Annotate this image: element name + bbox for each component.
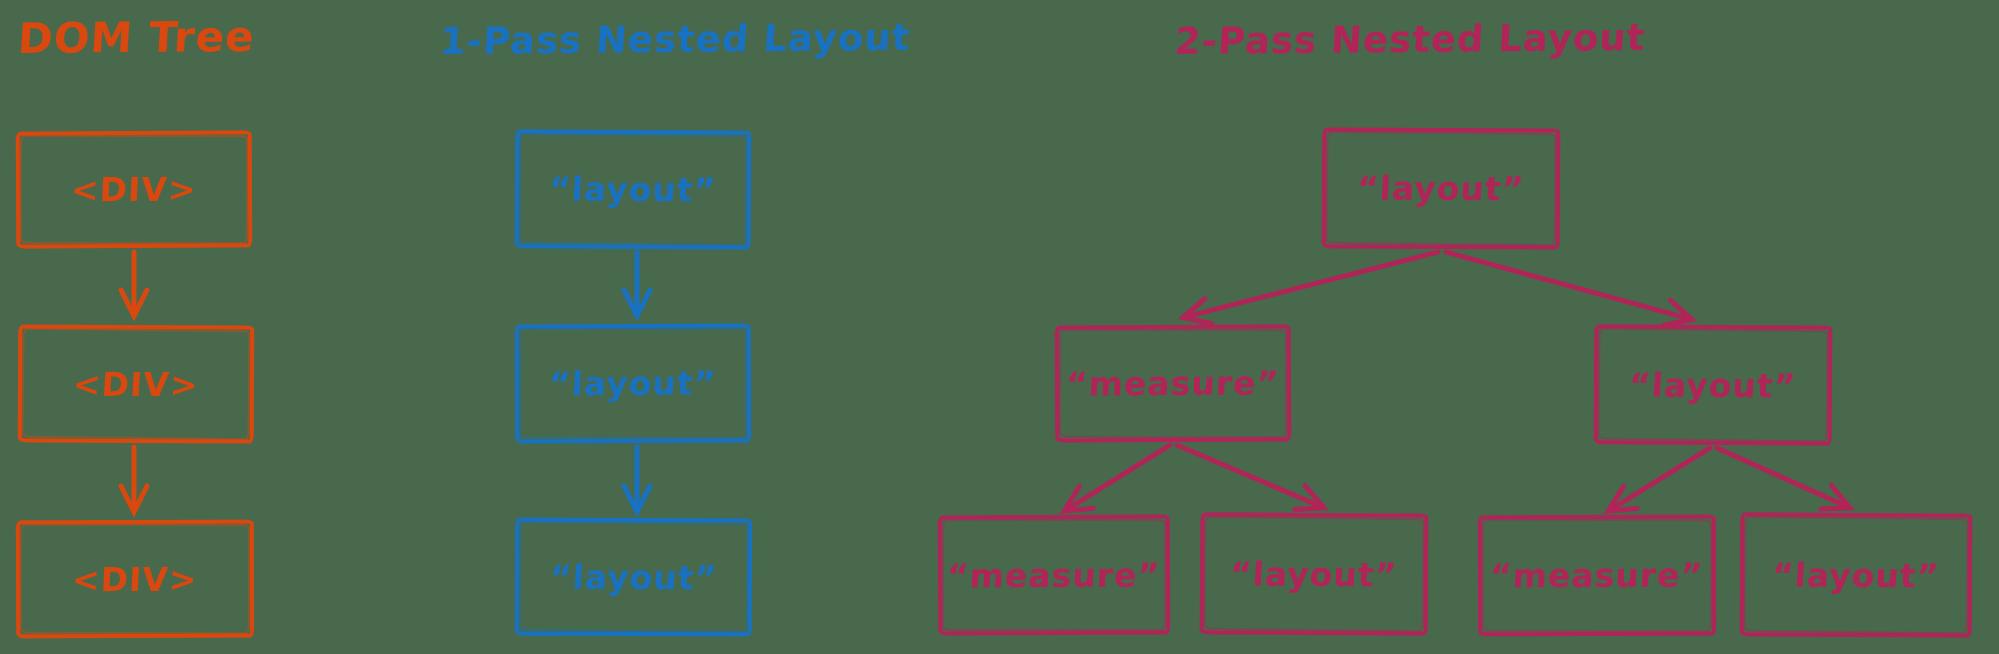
two-pass-leaf-layout-2: “layout”	[1739, 512, 1973, 638]
one-pass-layout-box-1: “layout”	[514, 129, 752, 250]
arrow-measure-to-leaf-layout	[1174, 442, 1329, 513]
one-pass-layout-box-3: “layout”	[514, 517, 753, 637]
dom-div-label-2: <DIV>	[72, 364, 200, 404]
arrow-root-to-measure	[1177, 249, 1441, 327]
arrow-root-to-layout	[1443, 249, 1698, 328]
dom-div-box-2: <DIV>	[17, 324, 255, 444]
two-pass-layout-right-label: “layout”	[1628, 365, 1798, 405]
two-pass-layout-box-right: “layout”	[1593, 324, 1833, 446]
two-pass-title: 2-Pass Nested Layout	[1173, 15, 1647, 64]
arrow-layout-to-leaf-measure	[1603, 445, 1713, 514]
two-pass-leaf-measure-2-label: “measure”	[1489, 555, 1705, 596]
two-pass-leaf-layout-1-label: “layout”	[1229, 554, 1399, 594]
two-pass-root-box: “layout”	[1321, 127, 1561, 250]
two-pass-leaf-measure-1: “measure”	[937, 514, 1171, 636]
one-pass-layout-label-3: “layout”	[548, 557, 719, 597]
dom-div-box-3: <DIV>	[15, 519, 255, 639]
two-pass-measure-box-left: “measure”	[1054, 324, 1292, 443]
one-pass-title: 1-Pass Nested Layout	[438, 15, 912, 64]
dom-div-label-1: <DIV>	[70, 169, 198, 210]
one-pass-layout-label-2: “layout”	[548, 363, 718, 404]
dom-tree-title: DOM Tree	[16, 11, 257, 64]
two-pass-leaf-layout-1: “layout”	[1199, 512, 1429, 636]
arrow-measure-to-leaf-measure	[1059, 442, 1173, 515]
two-pass-root-label: “layout”	[1356, 168, 1526, 209]
dom-div-box-1: <DIV>	[15, 130, 253, 249]
two-pass-measure-left-label: “measure”	[1065, 363, 1281, 404]
dom-div-label-3: <DIV>	[71, 559, 199, 599]
arrow-layout-to-leaf-layout	[1714, 445, 1855, 512]
one-pass-layout-box-2: “layout”	[514, 323, 752, 444]
two-pass-leaf-measure-1-label: “measure”	[946, 555, 1162, 595]
one-pass-layout-label-1: “layout”	[548, 169, 718, 210]
two-pass-leaf-layout-2-label: “layout”	[1771, 555, 1941, 595]
two-pass-leaf-measure-2: “measure”	[1477, 514, 1717, 637]
